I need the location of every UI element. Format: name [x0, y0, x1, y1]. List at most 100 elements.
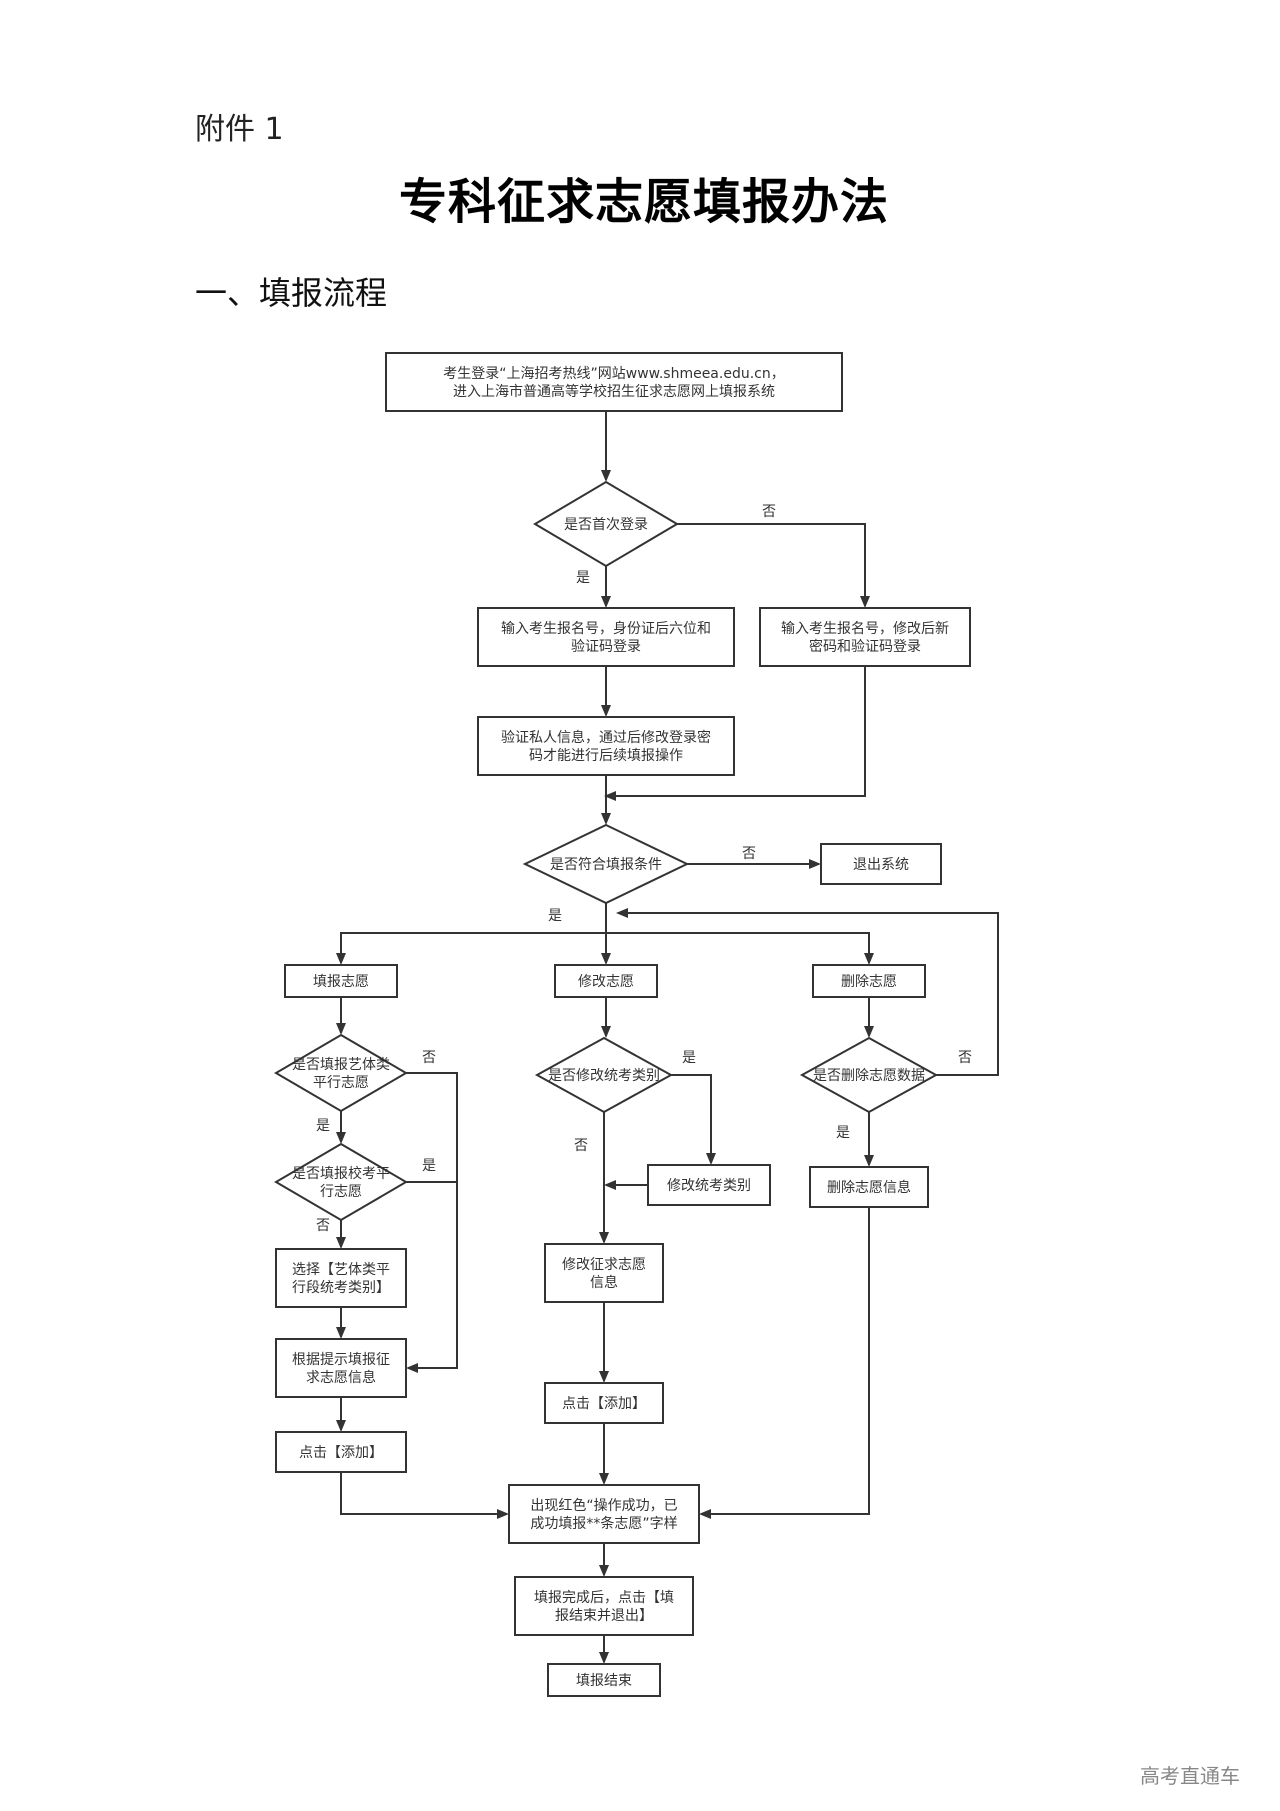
node-text: 验证私人信息，通过后修改登录密 [501, 729, 711, 746]
flow-node-click-add-left: 点击【添加】 [275, 1431, 407, 1473]
node-text: 进入上海市普通高等学校招生征求志愿网上填报系统 [453, 383, 775, 400]
watermark: 高考直通车 [1140, 1764, 1240, 1788]
node-text: 修改统考类别 [667, 1178, 751, 1194]
decision-diamond [799, 1036, 939, 1114]
edge-label-no: 否 [742, 846, 756, 862]
node-text: 行志愿 [320, 1184, 362, 1200]
node-text: 码才能进行后续填报操作 [529, 747, 683, 764]
process-box [385, 352, 843, 412]
flow-node-modify-category: 修改统考类别 [647, 1164, 771, 1206]
node-text: 修改志愿 [578, 974, 634, 990]
decision-diamond [533, 480, 679, 568]
process-box [514, 1576, 694, 1636]
node-text: 密码和验证码登录 [809, 638, 921, 655]
node-text: 填报结束 [576, 1673, 632, 1689]
node-text: 删除志愿 [841, 974, 897, 990]
flow-connector [606, 932, 874, 965]
edge-label-no: 否 [958, 1050, 972, 1066]
flow-node-modify-category-q: 是否修改统考类别 [534, 1036, 674, 1114]
flow-node-first-login: 是否首次登录 [533, 480, 679, 568]
edge-label-no: 否 [316, 1218, 330, 1234]
edge-label-yes: 是 [576, 570, 590, 586]
node-text: 点击【添加】 [299, 1445, 383, 1461]
process-box [477, 607, 735, 667]
flow-node-modify: 修改志愿 [554, 964, 658, 998]
node-text: 平行志愿 [313, 1075, 369, 1091]
process-box [554, 964, 658, 998]
flow-connector [340, 1472, 509, 1519]
node-text: 出现红色“操作成功，已 [530, 1497, 677, 1514]
flow-node-delete-info: 删除志愿信息 [809, 1166, 929, 1208]
process-box [812, 964, 926, 998]
node-text: 行段统考类别】 [292, 1280, 390, 1296]
decision-diamond [534, 1036, 674, 1114]
edge-label-no: 否 [762, 504, 776, 520]
node-text: 根据提示填报征 [292, 1352, 390, 1368]
process-box [759, 607, 971, 667]
flow-node-click-add-mid: 点击【添加】 [544, 1382, 664, 1424]
edge-label-no: 否 [574, 1138, 588, 1154]
process-box [647, 1164, 771, 1206]
flow-node-eligible: 是否符合填报条件 [522, 823, 690, 905]
flow-connector [604, 666, 866, 801]
decision-diamond [522, 823, 690, 905]
flow-node-fill: 填报志愿 [284, 964, 398, 998]
node-text: 退出系统 [853, 857, 909, 873]
node-text: 是否填报校考平 [292, 1165, 390, 1182]
decision-diamond [274, 1142, 408, 1222]
node-text: 求志愿信息 [306, 1369, 376, 1386]
edge-label-yes: 是 [548, 908, 562, 924]
node-text: 成功填报**条志愿”字样 [530, 1515, 677, 1532]
flow-connector [699, 1207, 870, 1519]
flow-node-delete: 删除志愿 [812, 964, 926, 998]
edge-label-yes: 是 [682, 1050, 696, 1066]
flow-connector [406, 1072, 458, 1373]
node-text: 填报完成后，点击【填 [534, 1590, 674, 1606]
process-box [547, 1663, 661, 1697]
node-text: 是否删除志愿数据 [813, 1068, 925, 1084]
node-text: 是否填报艺体类 [292, 1057, 390, 1073]
flow-connector [677, 523, 870, 608]
node-text: 考生登录“上海招考热线”网站www.shmeea.edu.cn， [443, 366, 784, 382]
decision-diamond [274, 1033, 408, 1113]
process-box [275, 1338, 407, 1398]
edge-label-no: 否 [422, 1050, 436, 1066]
attachment-label: 附件 1 [195, 112, 284, 147]
section-heading: 一、填报流程 [195, 274, 388, 312]
node-text: 是否修改统考类别 [548, 1068, 660, 1084]
page-title: 专科征求志愿填报办法 [398, 174, 889, 230]
edge-label-yes: 是 [316, 1118, 330, 1134]
process-box [544, 1382, 664, 1424]
flow-node-exit-system: 退出系统 [820, 843, 942, 885]
flow-node-login: 考生登录“上海招考热线”网站www.shmeea.edu.cn，进入上海市普通高… [385, 352, 843, 412]
node-text: 是否符合填报条件 [550, 856, 662, 873]
flow-node-end: 填报结束 [547, 1663, 661, 1697]
node-text: 验证码登录 [571, 639, 641, 655]
process-box [508, 1484, 700, 1544]
node-text: 删除志愿信息 [827, 1179, 911, 1196]
flow-connector [336, 932, 606, 965]
node-text: 输入考生报名号，身份证后六位和 [501, 621, 711, 637]
process-box [477, 716, 735, 776]
node-text: 报结束并退出】 [555, 1608, 653, 1624]
flow-connector [671, 1074, 716, 1165]
process-box [284, 964, 398, 998]
process-box [275, 1248, 407, 1308]
edge-label-yes: 是 [422, 1158, 436, 1174]
edge-label-yes: 是 [836, 1125, 850, 1141]
flow-connector [616, 908, 999, 1076]
node-text: 填报志愿 [313, 974, 369, 990]
flow-node-delete-q: 是否删除志愿数据 [799, 1036, 939, 1114]
node-text: 选择【艺体类平 [292, 1262, 390, 1278]
process-box [809, 1166, 929, 1208]
node-text: 点击【添加】 [562, 1396, 646, 1412]
node-text: 信息 [590, 1274, 618, 1291]
